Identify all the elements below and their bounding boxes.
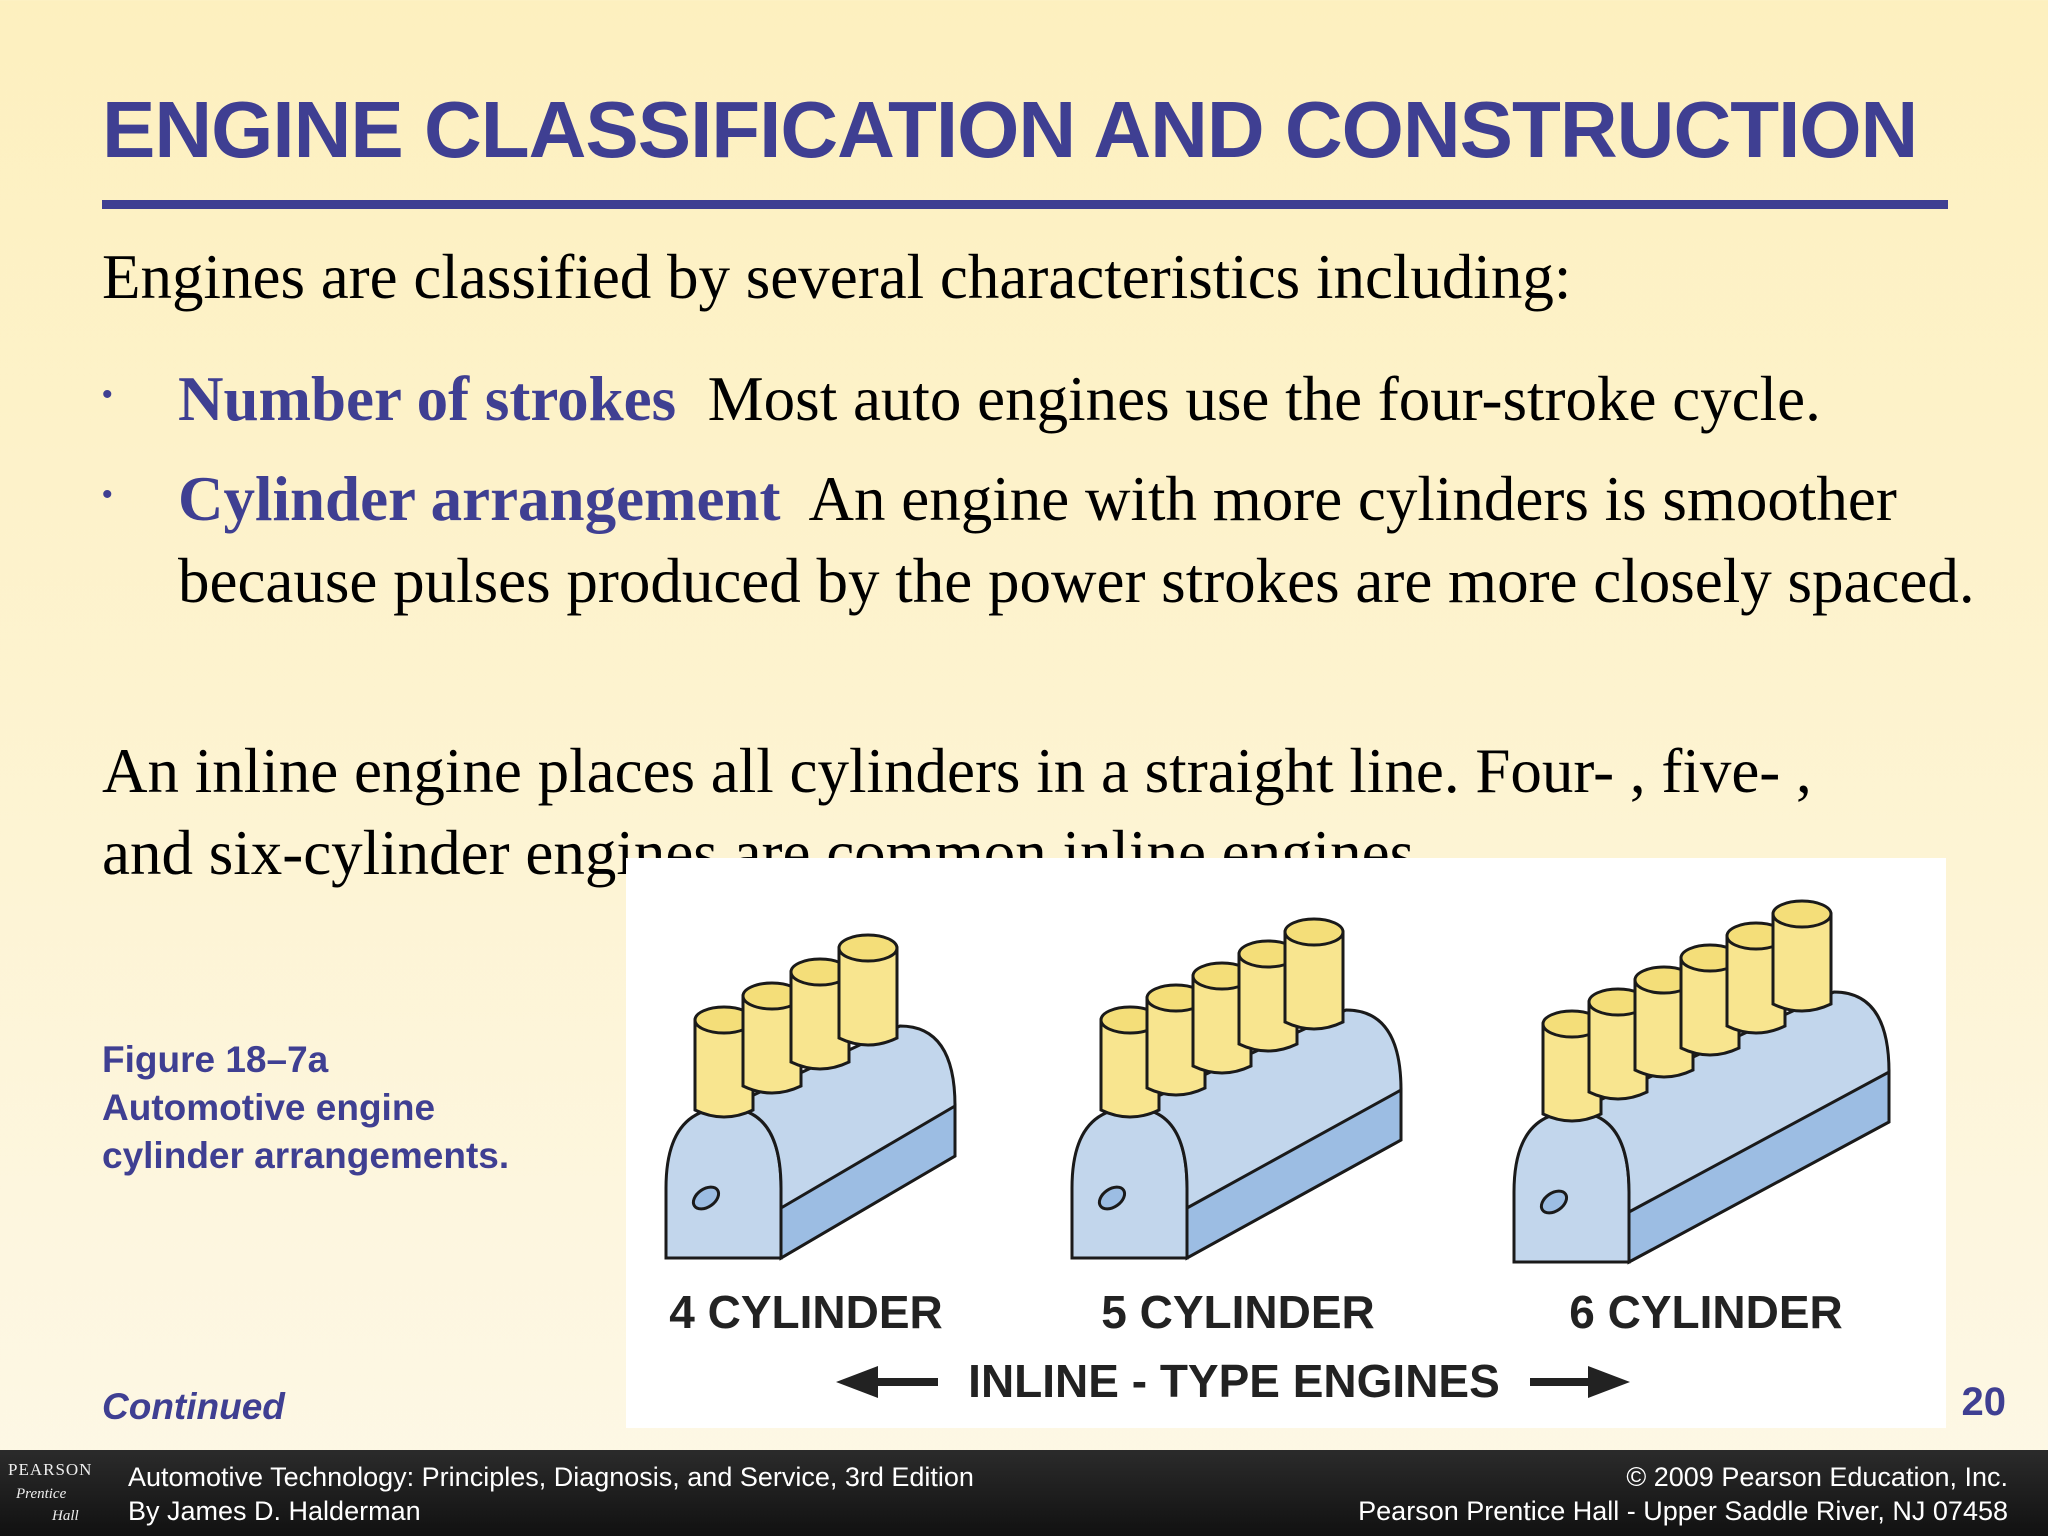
bullet-dot: • bbox=[102, 478, 113, 511]
bullet-term: Cylinder arrangement bbox=[178, 464, 781, 534]
cylinder bbox=[1541, 1022, 1603, 1123]
footer-publisher: Pearson Prentice Hall - Upper Saddle Riv… bbox=[1358, 1496, 2008, 1526]
footer-book-title: Automotive Technology: Principles, Diagn… bbox=[128, 1462, 974, 1492]
cylinder bbox=[1679, 956, 1741, 1057]
bullet-term: Number of strokes bbox=[178, 364, 677, 434]
cylinder bbox=[1145, 996, 1207, 1097]
footer-publisher-info: © 2009 Pearson Education, Inc. Pearson P… bbox=[1358, 1460, 2008, 1528]
cylinder bbox=[1771, 912, 1833, 1013]
cylinder bbox=[789, 970, 851, 1071]
intro-text: Engines are classified by several charac… bbox=[102, 242, 1572, 312]
banner-inline-type-engines: INLINE - TYPE ENGINES bbox=[968, 1355, 1500, 1407]
footer-copyright: © 2009 Pearson Education, Inc. bbox=[1626, 1462, 2008, 1492]
caption-line-2: Automotive engine bbox=[102, 1087, 436, 1128]
cylinder bbox=[693, 1018, 755, 1119]
cylinder bbox=[1237, 952, 1299, 1053]
label-6-cylinder: 6 CYLINDER bbox=[1569, 1286, 1842, 1338]
label-4-cylinder: 4 CYLINDER bbox=[669, 1286, 942, 1338]
pearson-logo: PEARSON Prentice Hall bbox=[8, 1460, 93, 1524]
cylinder bbox=[1099, 1018, 1161, 1119]
paragraph-line-1: An inline engine places all cylinders in… bbox=[102, 736, 1812, 806]
cylinder bbox=[1587, 1000, 1649, 1101]
right-arrow-icon bbox=[1530, 1366, 1630, 1398]
label-5-cylinder: 5 CYLINDER bbox=[1101, 1286, 1374, 1338]
cylinder bbox=[1191, 974, 1253, 1075]
bullet-text: An engine with more cylinders is smoothe… bbox=[178, 464, 1975, 616]
engine-5-cylinder bbox=[1070, 917, 1403, 1261]
cylinder bbox=[1283, 930, 1345, 1031]
footer-author: By James D. Halderman bbox=[128, 1496, 421, 1526]
slide-title: ENGINE CLASSIFICATION AND CONSTRUCTION bbox=[102, 85, 1918, 174]
page-number: 20 bbox=[1961, 1380, 2007, 1424]
cylinder bbox=[837, 946, 899, 1047]
cylinder bbox=[741, 994, 803, 1095]
engine-6-cylinder bbox=[1512, 899, 1891, 1265]
continued-label: Continued bbox=[102, 1386, 285, 1427]
left-arrow-icon bbox=[836, 1366, 938, 1398]
figure-caption: Figure 18–7a Automotive engine cylinder … bbox=[102, 1036, 602, 1180]
cylinder bbox=[1725, 934, 1787, 1035]
cylinder bbox=[1633, 978, 1695, 1079]
caption-line-1: Figure 18–7a bbox=[102, 1039, 329, 1080]
inline-engines-illustration: 4 CYLINDER 5 CYLINDER 6 CYLINDER INLINE … bbox=[664, 899, 1891, 1407]
bullet-dot: • bbox=[102, 378, 113, 411]
title-divider bbox=[102, 200, 1948, 209]
engine-figure: 4 CYLINDER 5 CYLINDER 6 CYLINDER INLINE … bbox=[626, 858, 1946, 1428]
footer-book-info: Automotive Technology: Principles, Diagn… bbox=[128, 1460, 974, 1528]
footer-bar: PEARSON Prentice Hall Automotive Technol… bbox=[0, 1450, 2048, 1536]
engine-4-cylinder bbox=[664, 933, 957, 1261]
caption-line-3: cylinder arrangements. bbox=[102, 1135, 510, 1176]
bullet-text: Most auto engines use the four-stroke cy… bbox=[707, 364, 1821, 434]
